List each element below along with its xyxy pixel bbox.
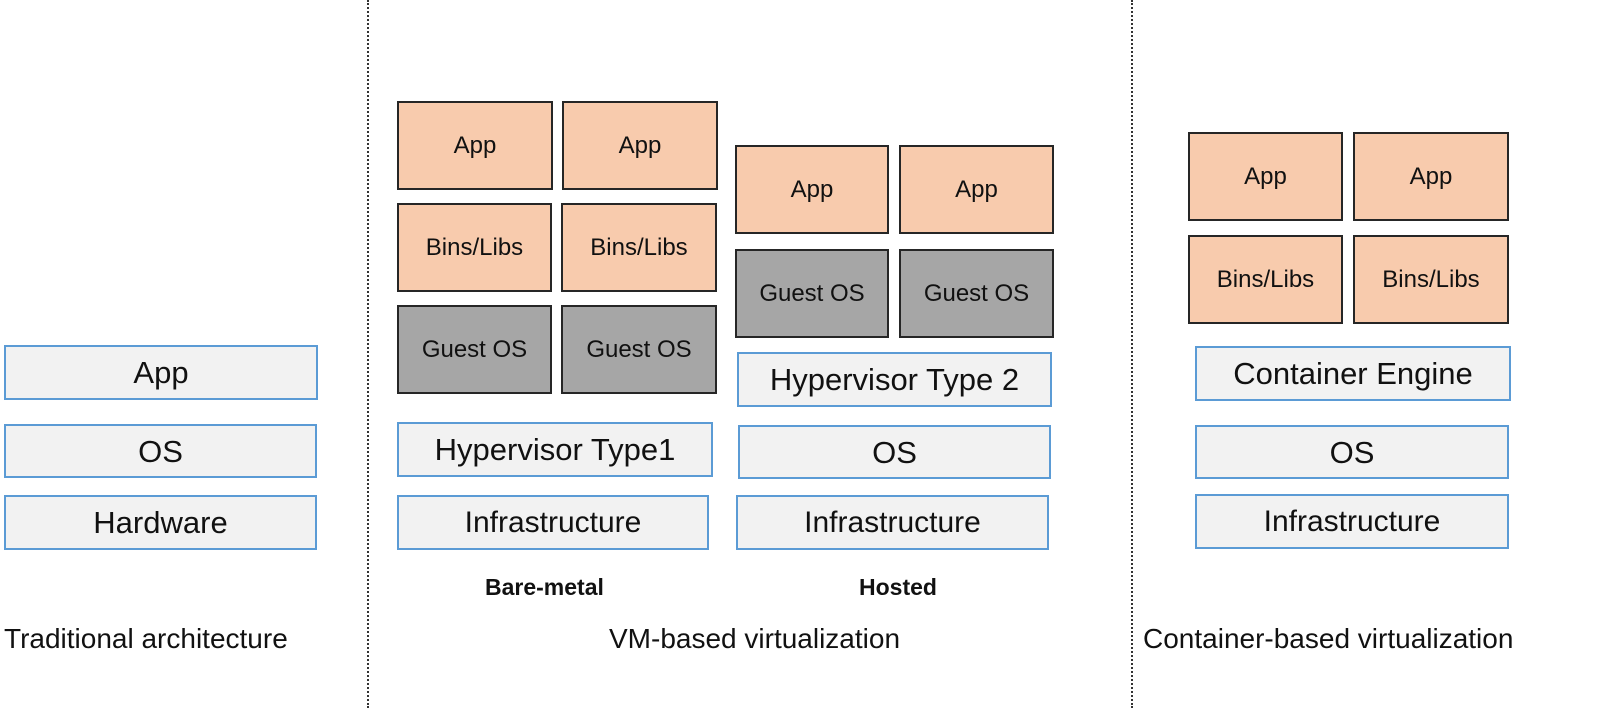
container-engine-layer: Container Engine: [1195, 346, 1511, 401]
hosted-app-1: App: [735, 145, 889, 234]
traditional-app-layer: App: [4, 345, 318, 400]
traditional-os-layer: OS: [4, 424, 317, 478]
container-infrastructure-layer: Infrastructure: [1195, 494, 1509, 549]
bare-metal-label: Bare-metal: [485, 574, 604, 600]
container-app-2: App: [1353, 132, 1509, 221]
container-bins-libs-2: Bins/Libs: [1353, 235, 1509, 324]
hosted-app-2: App: [899, 145, 1054, 234]
bare-metal-app-2: App: [562, 101, 718, 190]
hosted-guest-os-1: Guest OS: [735, 249, 889, 338]
bare-metal-app-1: App: [397, 101, 553, 190]
container-os-layer: OS: [1195, 425, 1509, 479]
vm-caption: VM-based virtualization: [609, 623, 901, 654]
hosted-label: Hosted: [859, 574, 937, 600]
divider-left: [367, 0, 369, 708]
divider-right: [1131, 0, 1133, 708]
bare-metal-bins-libs-1: Bins/Libs: [397, 203, 552, 292]
container-app-1: App: [1188, 132, 1343, 221]
bare-metal-guest-os-2: Guest OS: [561, 305, 717, 394]
container-caption: Container-based virtualization: [1143, 623, 1514, 654]
traditional-caption: Traditional architecture: [4, 623, 288, 654]
hypervisor-type1-layer: Hypervisor Type1: [397, 422, 713, 477]
hosted-guest-os-2: Guest OS: [899, 249, 1054, 338]
traditional-hardware-layer: Hardware: [4, 495, 317, 550]
bare-metal-bins-libs-2: Bins/Libs: [561, 203, 717, 292]
hosted-infrastructure-layer: Infrastructure: [736, 495, 1049, 550]
container-bins-libs-1: Bins/Libs: [1188, 235, 1343, 324]
hosted-os-layer: OS: [738, 425, 1051, 479]
bare-metal-guest-os-1: Guest OS: [397, 305, 552, 394]
bare-metal-infrastructure-layer: Infrastructure: [397, 495, 709, 550]
hypervisor-type2-layer: Hypervisor Type 2: [737, 352, 1052, 407]
